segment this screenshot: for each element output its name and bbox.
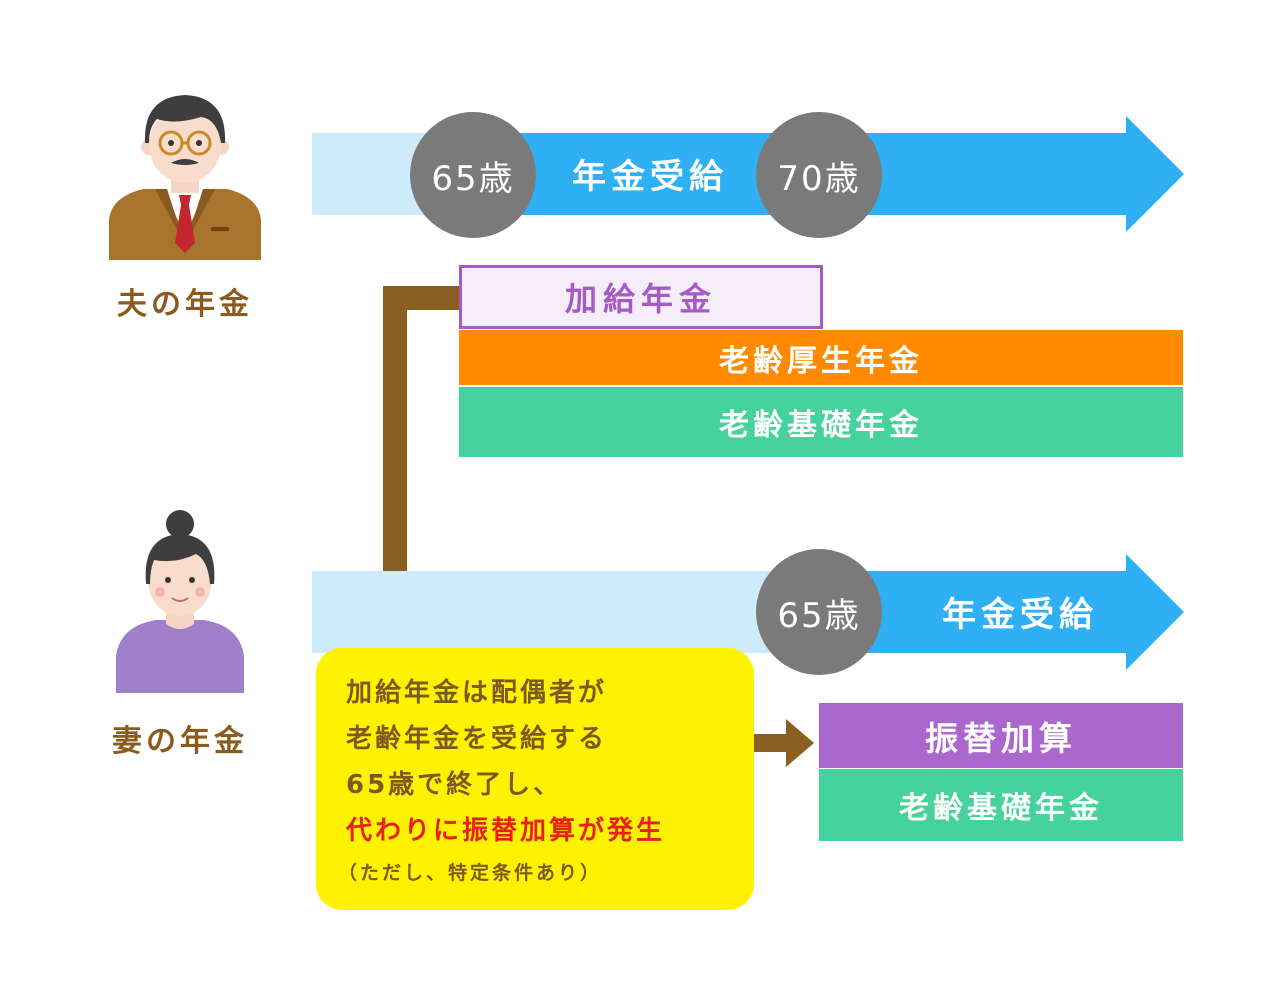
husband-end-age: 70歳 <box>756 112 882 238</box>
husband-avatar <box>105 85 265 260</box>
note-arrow <box>752 715 817 771</box>
husband-arrow-head <box>1126 116 1184 232</box>
husband-basic-pension-bar: 老齢基礎年金 <box>459 387 1183 457</box>
note-arrow-icon <box>752 719 814 767</box>
wife-avatar <box>110 508 250 693</box>
connector-corner <box>383 286 459 310</box>
furikae-addition-bar: 振替加算 <box>819 703 1183 768</box>
addition-pension-box: 加給年金 <box>459 265 823 329</box>
wife-basic-pension-bar: 老齢基礎年金 <box>819 769 1183 841</box>
note-line-5-condition: （ただし、特定条件あり） <box>338 862 603 884</box>
wife-start-age: 65歳 <box>756 549 882 675</box>
welfare-pension-bar: 老齢厚生年金 <box>459 330 1183 385</box>
wife-arrow-head <box>1126 554 1184 670</box>
wife-pre-band <box>312 571 832 653</box>
note-line-2: 老齢年金を受給する <box>346 724 608 754</box>
wife-label: 妻の年金 <box>112 724 248 759</box>
husband-receive-label: 年金受給 <box>572 156 728 197</box>
note-line-1: 加給年金は配偶者が <box>346 678 608 708</box>
wife-receive-label: 年金受給 <box>942 594 1098 635</box>
explanation-note: 加給年金は配偶者が 老齢年金を受給する 65歳で終了し、 代わりに振替加算が発生… <box>316 648 754 910</box>
note-line-4-highlight: 代わりに振替加算が発生 <box>346 816 666 846</box>
wife-illustration <box>116 510 244 693</box>
husband-label: 夫の年金 <box>117 287 253 322</box>
note-line-3: 65歳で終了し、 <box>346 770 563 800</box>
husband-illustration <box>109 95 261 260</box>
husband-start-age: 65歳 <box>410 112 536 238</box>
